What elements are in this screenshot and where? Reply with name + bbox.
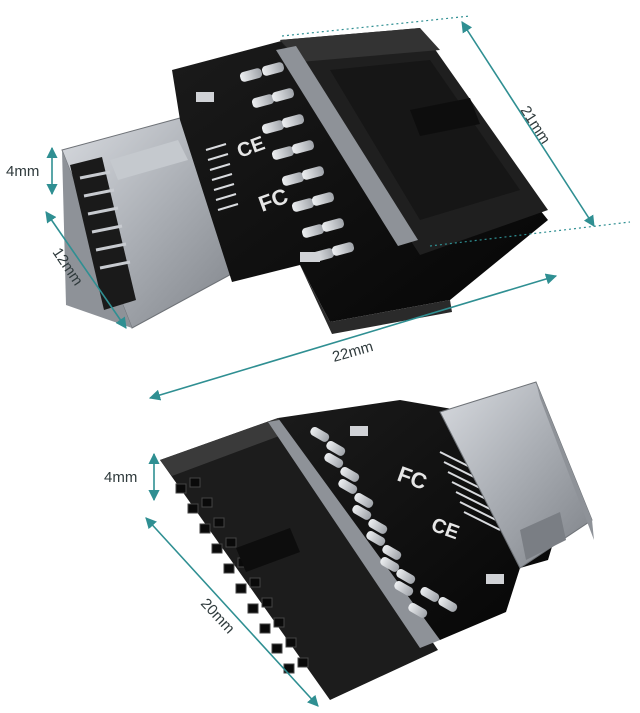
dim-line-21mm-guide-bottom [429,221,631,247]
top-smd-component-1 [196,92,214,102]
top-smd-component-2 [300,252,320,262]
dim-label-20mm: 20mm [197,595,238,637]
dim-arrow-12mm [45,211,127,329]
dim-line-21mm-guide-top [281,15,471,37]
dim-label-4mm-top: 4mm [6,163,39,180]
bottom-usb-port [439,381,594,569]
bottom-smd-component-1 [350,426,368,436]
bottom-adapter: FC CE [160,381,594,700]
top-adapter: CE FC [61,28,548,334]
dim-label-21mm: 21mm [517,103,554,147]
bottom-solder-pads [310,427,458,618]
dimension-annotations: 21mm 4mm 12mm 22mm 4mm 20mm [6,15,631,707]
dim-arrow-22mm [148,273,558,401]
dim-arrow-21mm [461,21,595,227]
top-pcb-traces [205,143,239,211]
dim-arrow-20mm [145,517,319,707]
top-solder-pads [239,62,355,262]
dim-label-4mm-bottom: 4mm [104,469,137,486]
bottom-smd-component-2 [486,574,504,584]
